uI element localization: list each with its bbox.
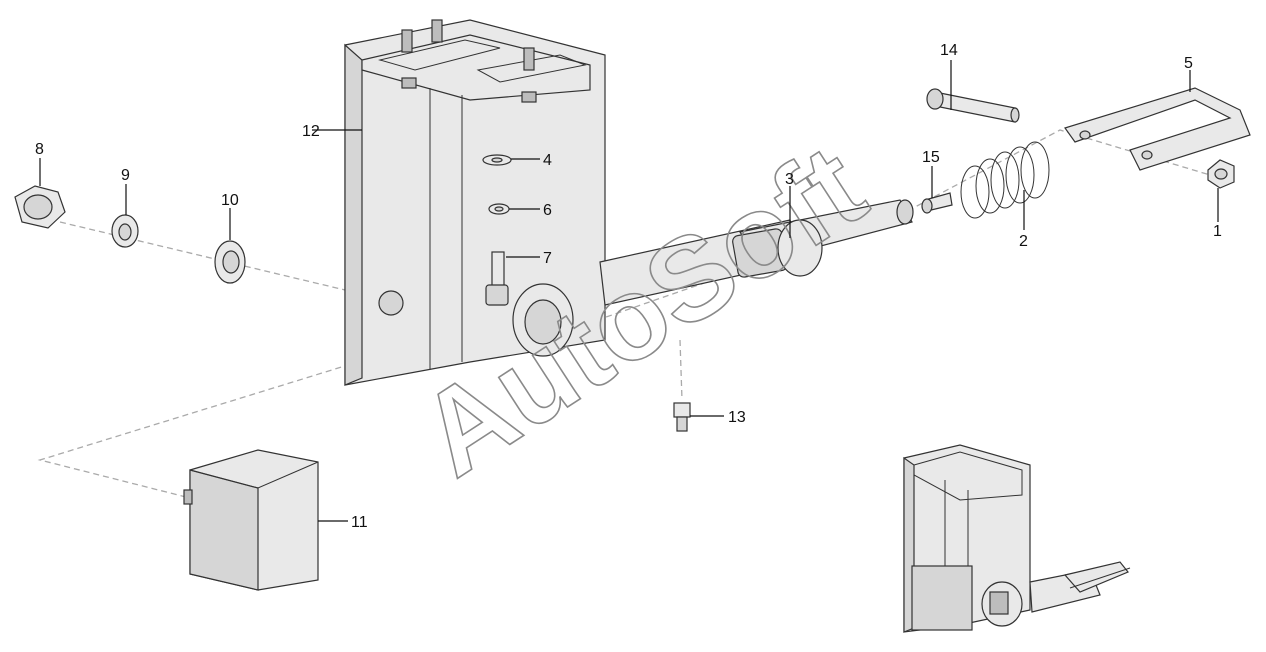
callout-15: 15: [922, 149, 940, 166]
callout-9: 9: [121, 167, 130, 184]
bracket-stud-b: [431, 19, 443, 43]
callout-11: 11: [351, 514, 368, 531]
axis-grease-nipple: [679, 339, 683, 401]
callout-labels: 1 2 3 4 5 6 7 8 9 10 11 12 13 14 15: [35, 42, 1222, 531]
callout-1: 1: [1213, 223, 1222, 240]
spring-part-2: [960, 141, 1050, 219]
grease-nipple-part-13: [673, 402, 691, 432]
clip-part-5: [1064, 87, 1251, 171]
bracket-hole: [378, 290, 404, 316]
callout-10: 10: [221, 192, 239, 209]
nut-part-8: [14, 185, 66, 229]
shaft-part-3: [512, 199, 914, 357]
washer-part-9: [111, 214, 139, 248]
bracket-stud-c: [523, 47, 535, 71]
screw-part-7: [485, 251, 509, 306]
callout-2: 2: [1019, 233, 1028, 250]
housing-part-11: [183, 449, 319, 591]
washer-part-10: [214, 240, 246, 284]
assembled-view-inset: [903, 444, 1131, 633]
callout-3: 3: [785, 171, 794, 188]
washer-part-4: [482, 154, 512, 166]
bolt-part-14: [926, 88, 1020, 123]
callout-7: 7: [543, 250, 552, 267]
callout-6: 6: [543, 202, 552, 219]
callout-leaders: [39, 60, 1219, 522]
callout-4: 4: [543, 152, 552, 169]
bracket-stud-a: [401, 29, 413, 53]
callout-14: 14: [940, 42, 958, 59]
callout-12: 12: [302, 123, 320, 140]
lock-washer-part-6: [488, 203, 510, 215]
callout-5: 5: [1184, 55, 1193, 72]
callout-13: 13: [728, 409, 746, 426]
callout-8: 8: [35, 141, 44, 158]
nut-part-1: [1207, 159, 1235, 189]
pin-part-15: [921, 192, 953, 214]
